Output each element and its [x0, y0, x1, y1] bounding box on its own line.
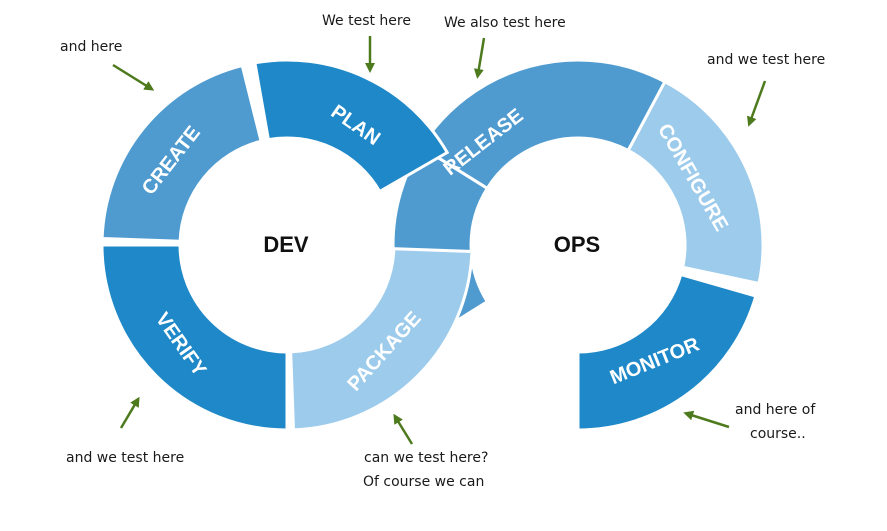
segment-release [419, 58, 667, 191]
arrow-icon-package [393, 413, 414, 445]
arrow-icon-monitor [683, 410, 730, 429]
arrow-icon-release [473, 37, 486, 79]
annotation-package-line2: Of course we can [363, 474, 484, 490]
segment-plan [253, 58, 450, 194]
annotation-package-line1: can we test here? [364, 450, 488, 466]
segment-configure [626, 79, 765, 286]
annotation-configure: and we test here [707, 52, 825, 68]
segment-monitor [576, 272, 758, 432]
segment-verify [100, 243, 289, 432]
annotation-plan: We test here [322, 13, 411, 29]
annotation-monitor-line2: course.. [750, 426, 806, 442]
segment-create [100, 63, 263, 243]
arrow-icon-verify [119, 396, 140, 429]
center-label-ops: OPS [554, 232, 600, 257]
segment-package [289, 247, 474, 432]
center-label-dev: DEV [263, 232, 309, 257]
annotation-release: We also test here [444, 15, 566, 31]
arrow-icon-configure [747, 80, 767, 127]
annotation-monitor-line1: and here of [735, 402, 816, 418]
annotation-verify: and we test here [66, 450, 184, 466]
annotation-create: and here [60, 39, 122, 55]
arrow-icon-create [112, 63, 155, 91]
